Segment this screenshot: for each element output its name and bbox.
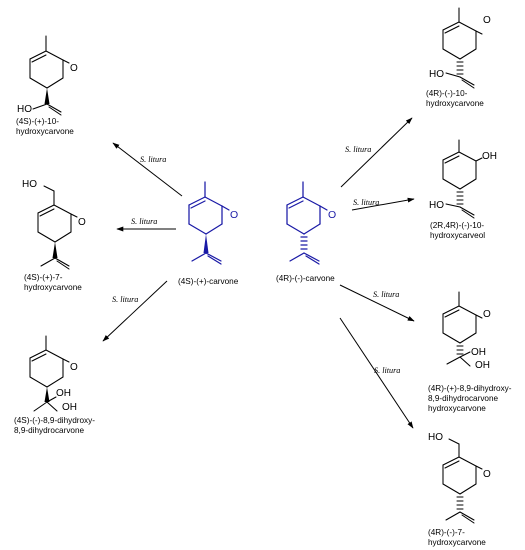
p5-label-line2: hydroxycarveol bbox=[430, 231, 485, 240]
p3-oxygen: O bbox=[70, 362, 78, 373]
r-carvone-structure: O bbox=[286, 181, 336, 265]
s-carvone-oxygen: O bbox=[230, 209, 238, 221]
s-carvone-structure: O bbox=[188, 181, 238, 265]
reagent-label-p1: S. litura bbox=[140, 155, 166, 164]
p2-label-line1: (4S)-(+)-7- bbox=[24, 273, 63, 282]
p3-structure: O OH OH bbox=[29, 335, 78, 413]
p7-label-line1: (4R)-(-)-7- bbox=[428, 528, 465, 537]
p3-hydroxyl-2: OH bbox=[62, 402, 77, 413]
p4-oxygen: O bbox=[483, 15, 491, 26]
p1-label-line1: (4S)-(+)-10- bbox=[16, 117, 59, 126]
p6-hydroxyl-2: OH bbox=[475, 360, 490, 371]
p1-oxygen: O bbox=[70, 63, 78, 74]
arrow-to-p5 bbox=[351, 197, 415, 211]
p6-oxygen: O bbox=[483, 309, 491, 320]
p7-structure: HO O bbox=[428, 432, 491, 524]
p7-hydroxyl: HO bbox=[428, 432, 443, 443]
p6-label-line1: (4R)-(+)-8,9-dihydroxy- bbox=[428, 384, 512, 393]
p3-hydroxyl-1: OH bbox=[56, 388, 71, 399]
p2-structure: HO O bbox=[22, 179, 86, 270]
r-carvone-oxygen: O bbox=[328, 209, 336, 221]
p4-structure: O HO bbox=[429, 7, 491, 89]
arrow-to-p1 bbox=[112, 142, 183, 197]
p4-hydroxyl: HO bbox=[429, 69, 444, 80]
p3-label-line2: 8,9-dihydrocarvone bbox=[14, 426, 85, 435]
p2-label-line2: hydroxycarvone bbox=[24, 283, 82, 292]
reagent-label-p6: S. litura bbox=[373, 290, 399, 299]
s-carvone-label: (4S)-(+)-carvone bbox=[178, 277, 239, 286]
arrow-to-p7 bbox=[339, 317, 414, 429]
arrow-to-p3 bbox=[102, 280, 168, 342]
p5-hydroxyl: HO bbox=[429, 200, 444, 211]
p7-label-line2: hydroxycarvone bbox=[428, 538, 486, 547]
reagent-label-p4: S. litura bbox=[345, 145, 371, 154]
arrow-to-p4 bbox=[340, 117, 413, 188]
arrow-to-p6 bbox=[339, 284, 415, 322]
p1-hydroxyl: HO bbox=[17, 104, 32, 115]
r-carvone-label: (4R)-(-)-carvone bbox=[276, 274, 335, 283]
reagent-label-p7: S. litura bbox=[374, 366, 400, 375]
p5-label-line1: (2R,4R)-(-)-10- bbox=[430, 221, 484, 230]
p2-hydroxyl: HO bbox=[22, 179, 37, 190]
p2-oxygen: O bbox=[78, 217, 86, 228]
p4-label-line2: hydroxycarvone bbox=[426, 99, 484, 108]
p1-structure: O HO bbox=[17, 35, 78, 116]
reagent-label-p5: S. litura bbox=[353, 198, 379, 207]
p5-hydroxyl-ring: OH bbox=[482, 151, 497, 162]
reagent-label-p3: S. litura bbox=[112, 295, 138, 304]
p5-structure: OH HO bbox=[429, 139, 497, 219]
p1-label-line2: hydroxycarvone bbox=[16, 127, 74, 136]
reagent-label-p2: S. litura bbox=[131, 217, 157, 226]
p6-label-line3: hydroxycarvone bbox=[428, 404, 486, 413]
p6-label-line2: 8,9-dihydrocarvone bbox=[428, 394, 499, 403]
s-carvone-wedge bbox=[203, 234, 209, 253]
p4-label-line1: (4R)-(-)-10- bbox=[426, 89, 468, 98]
p6-hydroxyl-1: OH bbox=[471, 347, 486, 358]
p3-label-line1: (4S)-(-)-8,9-dihydroxy- bbox=[14, 416, 95, 425]
p6-structure: O OH OH bbox=[442, 291, 491, 371]
p7-oxygen: O bbox=[483, 469, 491, 480]
